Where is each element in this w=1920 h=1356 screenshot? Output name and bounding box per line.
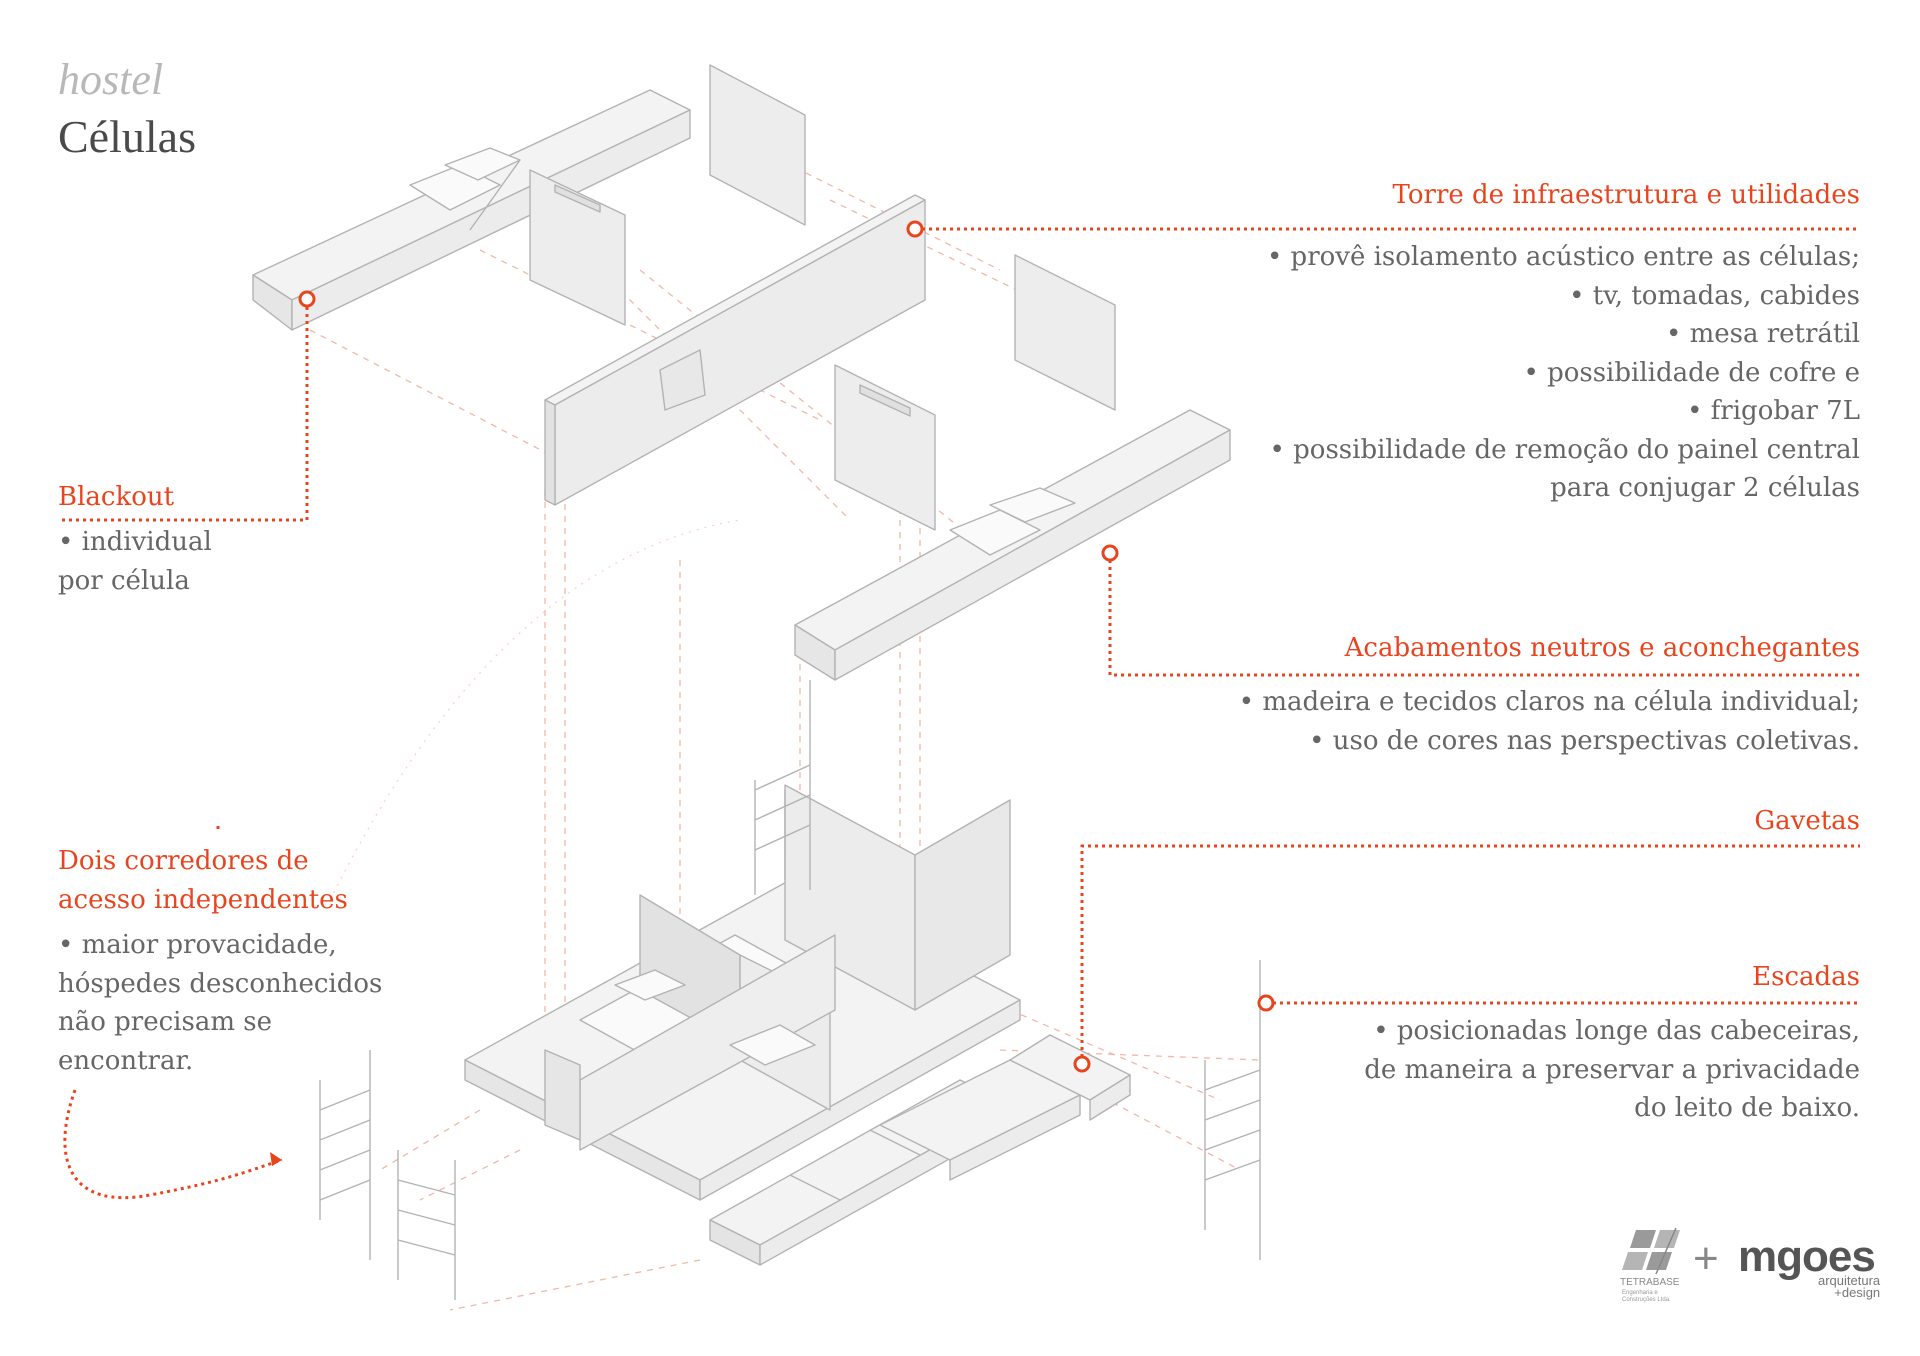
panel-b: [529, 169, 626, 326]
escadas-bullets: • posicionadas longe das cabeceiras, de …: [1364, 1012, 1860, 1128]
ladder-left-1: [319, 1050, 371, 1260]
infrastructure-tower: [544, 194, 926, 506]
drawers: [709, 1034, 1131, 1266]
torre-bullet: • possibilidade de remoção do painel cen…: [1269, 434, 1860, 465]
lower-bunk-module: [464, 784, 1021, 1201]
escadas-bullet: • posicionadas longe das cabeceiras,: [1373, 1016, 1860, 1046]
gavetas-heading: Gavetas: [1754, 806, 1860, 836]
leader-lines: [58, 227, 1860, 1200]
ladder-right: [1204, 960, 1261, 1260]
blackout-bullet: • individual: [58, 527, 212, 557]
marker-acabamentos: [1101, 544, 1119, 562]
torre-heading: Torre de infraestrutura e utilidades: [1392, 180, 1860, 210]
leader-blackout: [58, 307, 309, 522]
tetrabase-name: TETRABASE: [1620, 1277, 1680, 1288]
torre-bullet: • frigobar 7L: [1687, 396, 1860, 426]
tetrabase-logo-icon: [1622, 1228, 1680, 1275]
upper-bed-right: [794, 409, 1231, 681]
corredores-bullet: hóspedes desconhecidos: [58, 968, 383, 999]
leader-gavetas: [1080, 844, 1860, 1064]
mgoes-logo: mgoes: [1738, 1232, 1876, 1281]
torre-bullet: • possibilidade de cofre e: [1523, 357, 1860, 388]
marker-gavetas: [1073, 1055, 1091, 1073]
torre-bullet: • tv, tomadas, cabides: [1569, 280, 1860, 311]
upper-bed-left: [252, 89, 691, 331]
escadas-bullet: do leito de baixo.: [1634, 1093, 1860, 1123]
corredores-heading-line: acesso independentes: [58, 885, 348, 915]
page-title: Células: [58, 111, 196, 162]
acabamentos-bullets: • madeira e tecidos claros na célula ind…: [1239, 683, 1860, 760]
blackout-bullet: por célula: [58, 565, 190, 596]
ladder-upper: [754, 680, 811, 895]
marker-torre: [906, 220, 924, 238]
arrowhead-icon: [270, 1152, 282, 1166]
blackout-bullets: • individual por célula: [58, 523, 212, 600]
acabamentos-bullet: • madeira e tecidos claros na célula ind…: [1238, 687, 1860, 717]
tetrabase-sub: Engenharia e Construções Ltda.: [1622, 1290, 1671, 1304]
torre-bullet: para conjugar 2 células: [1550, 473, 1860, 503]
corredores-heading-line: Dois corredores de: [58, 846, 309, 876]
torre-bullet: • provê isolamento acústico entre as cél…: [1266, 242, 1860, 272]
corredores-bullet: • maior provacidade,: [58, 930, 337, 960]
escadas-heading: Escadas: [1752, 962, 1860, 992]
mgoes-sub: arquitetura +design: [1818, 1273, 1881, 1300]
panel-c: [834, 364, 936, 531]
panel-a: [709, 64, 806, 226]
leader-markers: [298, 220, 1275, 1073]
tetrabase-sub-line: Engenharia e: [1622, 1290, 1658, 1296]
torre-bullets: • provê isolamento acústico entre as cél…: [1267, 238, 1860, 508]
corredores-bullet: encontrar.: [58, 1045, 194, 1076]
logo-plus: +: [1693, 1234, 1719, 1283]
mgoes-sub-line: +design: [1834, 1285, 1881, 1300]
torre-bullet: • mesa retrátil: [1665, 319, 1860, 349]
escadas-bullet: de maneira a preservar a privacidade: [1364, 1054, 1860, 1085]
blackout-heading: Blackout: [58, 482, 175, 512]
ladder-left-2: [397, 1150, 456, 1300]
circulation-arc: [329, 519, 741, 901]
corredores-bullet: não precisam se: [58, 1007, 272, 1037]
panel-d: [1014, 254, 1116, 411]
leader-acabamentos: [1108, 553, 1860, 677]
marker-blackout: [298, 290, 316, 308]
corredores-bullets: • maior provacidade, hóspedes desconheci…: [58, 926, 382, 1080]
marker-escadas: [1257, 994, 1275, 1012]
acabamentos-heading: Acabamentos neutros e aconchegantes: [1344, 633, 1860, 663]
mgoes-sub-line: arquitetura: [1818, 1273, 1881, 1288]
leader-corredores-arrow: [63, 1089, 283, 1200]
corredores-heading: Dois corredores de acesso independentes: [58, 842, 348, 920]
tetrabase-sub-line: Construções Ltda.: [1622, 1297, 1671, 1303]
acabamentos-bullet: • uso de cores nas perspectivas coletiva…: [1309, 725, 1860, 756]
page-subtitle: hostel: [58, 55, 164, 104]
